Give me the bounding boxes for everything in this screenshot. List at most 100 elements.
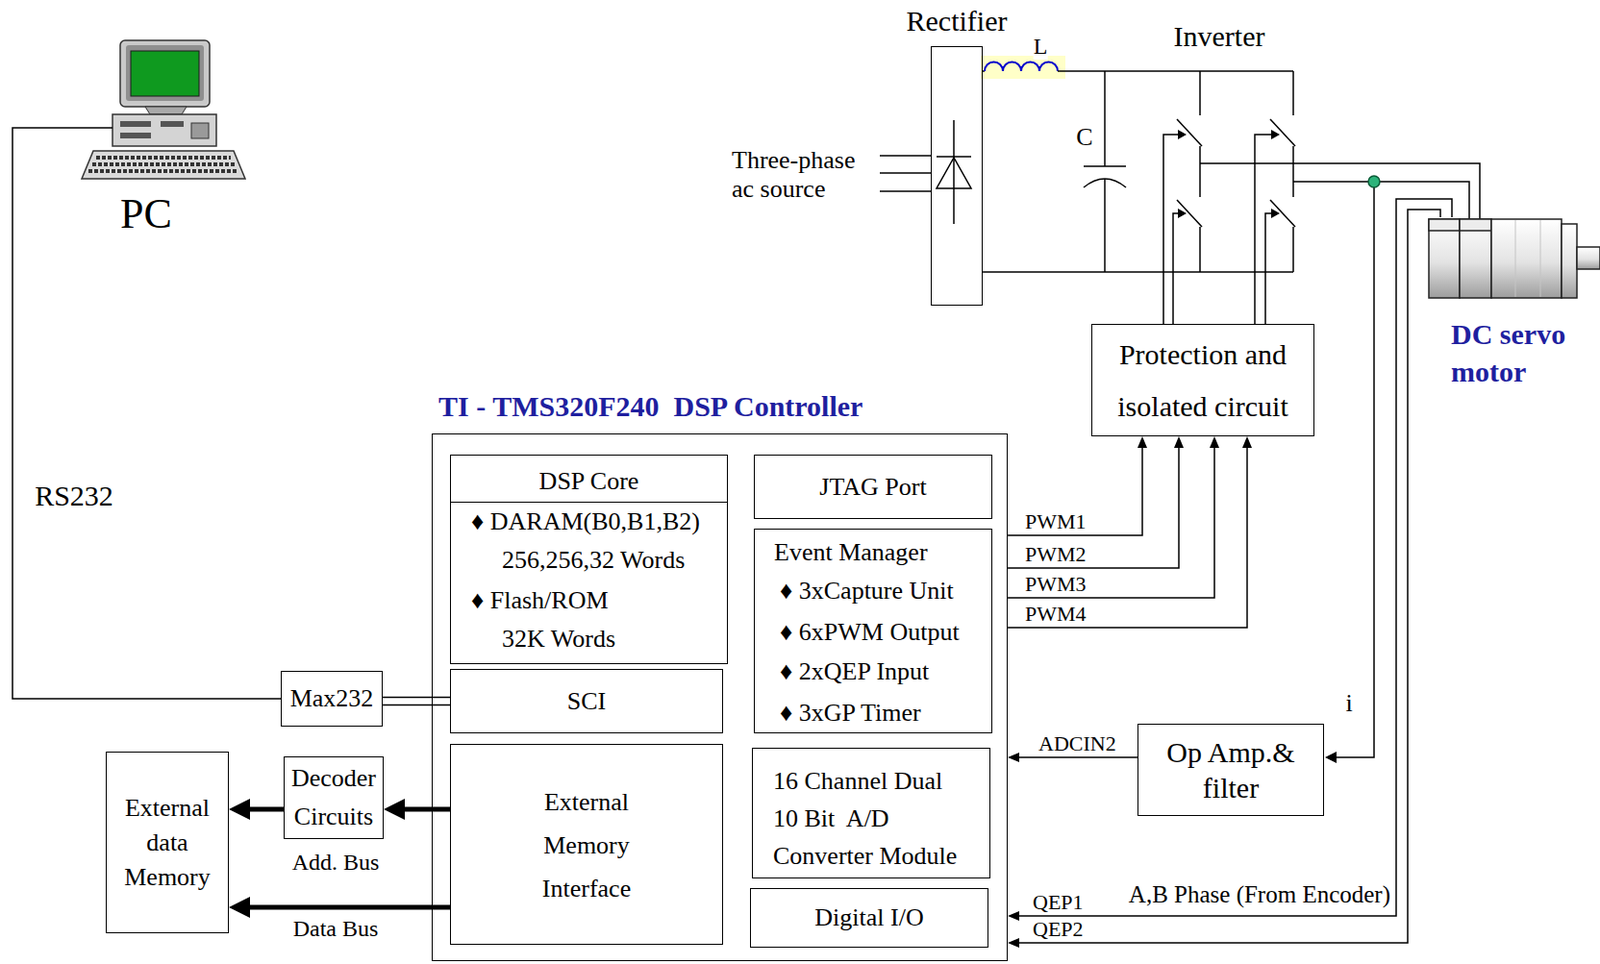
- node-text: JTAG Port: [819, 473, 926, 502]
- component-box: Digital I/O: [750, 888, 989, 949]
- ac-input-lines-part: [879, 154, 931, 157]
- pc-icon-part: [120, 121, 151, 127]
- signal-label: QEP1: [1032, 892, 1084, 914]
- ac-input-lines: [879, 155, 931, 192]
- current-sense-wire-part: [1335, 187, 1375, 758]
- component-box: External data Memory: [105, 751, 229, 934]
- node-text: ♦ Flash/ROM 32K Words: [471, 581, 635, 659]
- inverter-switches-part: [1292, 146, 1295, 198]
- component-box: SCI: [450, 669, 724, 734]
- component-box: DSP Core ♦ DARAM(B0,B1,B2) 256,256,32 Wor…: [450, 454, 728, 665]
- pc-icon-part: [81, 150, 246, 179]
- connector: [228, 799, 284, 821]
- diode-symbol-part: [936, 157, 972, 189]
- component-box: TI - TMS320F240 DSP ControllerDSP Core♦ …: [431, 433, 1008, 962]
- dc-bus-part: [1103, 178, 1106, 273]
- ac-input-lines-part: [879, 172, 931, 175]
- inverter-switches-part: [1199, 146, 1201, 198]
- gate-drive-lines-part: [1163, 134, 1179, 325]
- node-text: Decoder Circuits: [286, 759, 381, 837]
- gate-arrowheads-part: [1177, 129, 1187, 140]
- connector: [382, 698, 450, 706]
- node-heading: DSP Core: [450, 467, 727, 497]
- motor-supply-wires: [1200, 163, 1480, 220]
- bus-label: Add. Bus: [292, 849, 380, 876]
- gate-arrowheads-part: [1271, 129, 1280, 140]
- connector: [1007, 436, 1220, 599]
- gate-drive-lines-part: [1173, 213, 1179, 325]
- component-box: Event Manager♦ 3xCapture Unit♦ 6xPWM Out…: [753, 528, 993, 734]
- gate-arrowheads: [1177, 129, 1280, 219]
- servo-motor-illustration-part: [1428, 219, 1460, 299]
- servo-motor-illustration-part: [1428, 219, 1460, 231]
- node-text: ♦ 3xCapture Unit: [779, 576, 954, 606]
- pc-icon-part: [120, 132, 151, 139]
- current-sense-wire-part: [1368, 175, 1380, 188]
- arrowhead: [1137, 436, 1148, 449]
- pc-icon-part: [160, 121, 184, 127]
- connector-line: [402, 807, 450, 813]
- diode-symbol-part: [936, 155, 972, 158]
- arrowhead: [1007, 911, 1020, 922]
- pc-icon-part: [125, 45, 204, 101]
- motor-supply-wires-part: [1293, 181, 1470, 220]
- servo-motor-illustration-part: [1561, 224, 1577, 299]
- dc-bus-part: [980, 55, 1066, 79]
- component-box: DC servo motor: [1426, 217, 1591, 400]
- inverter-switches-part: [1176, 119, 1202, 147]
- inverter-switches-part: [1292, 71, 1295, 116]
- pc-icon-part: [191, 123, 209, 139]
- diode-symbol-part: [952, 120, 955, 225]
- current-label: i: [1345, 689, 1352, 719]
- node-heading: TI - TMS320F240 DSP Controller: [438, 390, 863, 424]
- bus-label: RS232: [34, 478, 114, 513]
- inverter-switches-part: [1270, 200, 1296, 227]
- gate-arrowheads-part: [1177, 208, 1187, 219]
- arrowhead: [1209, 436, 1220, 449]
- diode-symbol: [936, 120, 972, 225]
- pc-icon-part: [112, 114, 217, 147]
- pc-icon-part: [120, 40, 210, 107]
- connector: [1007, 209, 1441, 949]
- node-text: Op Amp.& filter: [1148, 734, 1314, 806]
- component-box: Protection and isolated circuit: [1091, 324, 1315, 437]
- signal-label: PWM3: [1025, 574, 1087, 596]
- servo-motor-illustration-part: [1459, 219, 1492, 231]
- arrowhead: [383, 799, 405, 821]
- node-text: ♦ 6xPWM Output: [779, 618, 960, 648]
- connector-line: [1017, 209, 1441, 944]
- node-text: ♦ DARAM(B0,B1,B2) 256,256,32 Words: [471, 502, 718, 580]
- connector-line: [382, 697, 450, 700]
- node-text: ♦ 3xGP Timer: [779, 699, 922, 728]
- node-text: PC: [120, 190, 173, 239]
- pc-icon-part: [92, 162, 235, 167]
- servo-motor-illustration: [1428, 219, 1600, 299]
- signal-note: A,B Phase (From Encoder): [1128, 880, 1391, 909]
- node-text: Max232: [290, 684, 375, 714]
- node-heading: Rectifier: [906, 4, 1008, 38]
- signal-label: QEP2: [1032, 919, 1084, 941]
- signal-label: PWM2: [1025, 544, 1087, 566]
- section-label: Inverter: [1174, 19, 1266, 53]
- component-label: L: [1033, 32, 1049, 60]
- connector-line: [1007, 446, 1143, 536]
- signal-label: ADCIN2: [1038, 733, 1117, 755]
- source-label: Three-phase ac source: [731, 146, 872, 204]
- inverter-switches-part: [1292, 226, 1295, 273]
- header-divider: [450, 501, 727, 503]
- component-box: Op Amp.& filter: [1137, 724, 1325, 817]
- servo-motor-illustration-part: [1576, 247, 1600, 270]
- motor-supply-wires-part: [1200, 163, 1480, 220]
- pc-icon-part: [130, 50, 200, 97]
- signal-label: PWM1: [1025, 511, 1087, 533]
- dc-bus-part: [1057, 70, 1294, 73]
- servo-motor-illustration-part: [1459, 219, 1492, 299]
- component-box: 16 Channel Dual 10 Bit A/D Converter Mod…: [751, 748, 991, 879]
- connector-line: [1007, 446, 1215, 599]
- connector: [383, 799, 450, 821]
- pc-icon-part: [145, 106, 187, 115]
- inverter-switches-part: [1199, 226, 1201, 273]
- component-box: External Memory Interface: [450, 744, 724, 946]
- servo-motor-illustration-part: [1540, 220, 1542, 298]
